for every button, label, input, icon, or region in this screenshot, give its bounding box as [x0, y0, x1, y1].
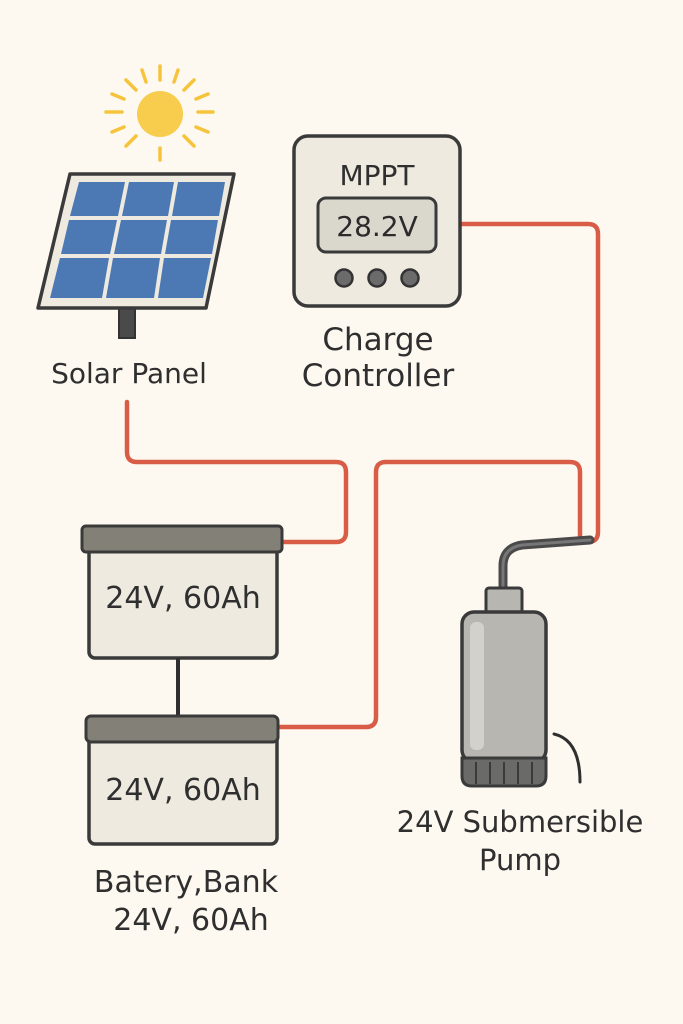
battery-bank-label-line2: 24V, 60Ah	[113, 903, 268, 938]
controller-label-line2: Controller	[302, 358, 455, 394]
wire-controller-to-pump	[457, 221, 601, 545]
wire-panel-to-battery	[124, 399, 349, 545]
controller-lcd	[316, 196, 438, 254]
submersible-pump	[460, 535, 595, 788]
battery-top	[80, 524, 284, 660]
solar-panel-cells	[50, 182, 225, 298]
solar-panel-label: Solar Panel	[51, 357, 207, 390]
solar-panel	[36, 172, 236, 339]
controller-button-1	[334, 268, 354, 288]
controller-header: MPPT	[339, 159, 415, 192]
controller-button-3	[400, 268, 420, 288]
pump-label-line2: Pump	[479, 843, 561, 877]
battery-bottom-rating: 24V, 60Ah	[105, 773, 260, 808]
battery-bottom	[84, 714, 280, 846]
battery-bank-label-line1: Batery,Bank	[94, 865, 279, 900]
battery-top-rating: 24V, 60Ah	[105, 581, 260, 616]
controller-button-2	[367, 268, 387, 288]
battery-bottom-lid	[84, 714, 280, 744]
controller-label-line1: Charge	[322, 322, 433, 358]
pump-label-line1: 24V Submersible	[397, 805, 644, 839]
wire-battery-to-pump	[271, 459, 583, 730]
pump-power-cable	[552, 732, 582, 784]
solar-panel-post	[118, 305, 136, 339]
controller-display-value: 28.2V	[336, 210, 418, 243]
charge-controller: MPPT 28.2V	[292, 134, 462, 308]
pump-neck	[484, 586, 524, 616]
battery-top-lid	[80, 524, 284, 554]
sun-icon	[104, 64, 215, 162]
